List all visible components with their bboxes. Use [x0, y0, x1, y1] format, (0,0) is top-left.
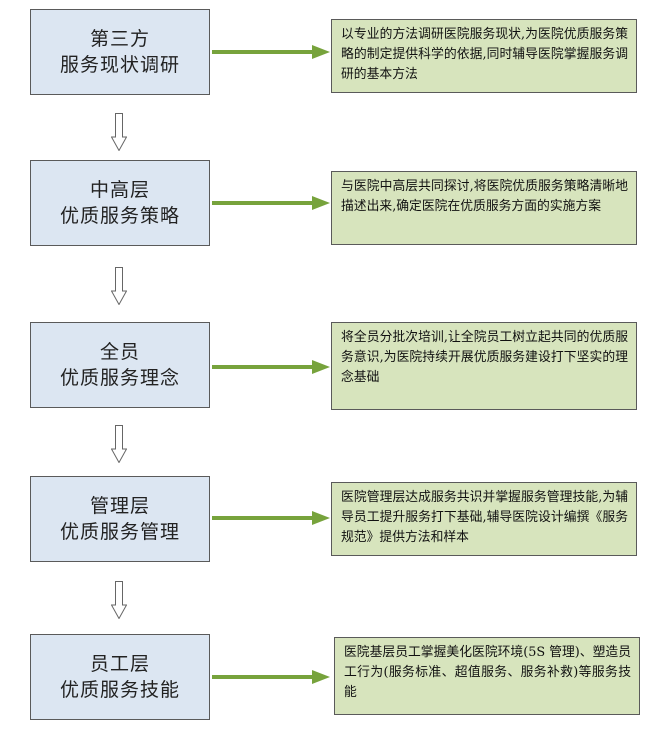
stage-1-title-line2: 服务现状调研 [59, 54, 180, 76]
down-arrow-4 [111, 581, 127, 619]
stage-4-box: 管理层 优质服务管理 [30, 476, 210, 562]
stage-3-title-line1: 全员 [99, 341, 140, 363]
stage-3-right-arrow [212, 360, 330, 374]
stage-5-description: 医院基层员工掌握美化医院环境(5S 管理)、塑造员工行为(服务标准、超值服务、服… [344, 645, 631, 700]
stage-4-title-line1: 管理层 [89, 495, 150, 517]
down-arrow-1 [111, 113, 127, 151]
stage-2-description-box: 与医院中高层共同探讨,将医院优质服务策略清晰地描述出来,确定医院在优质服务方面的… [331, 171, 637, 245]
stage-3-title-line2: 优质服务理念 [59, 367, 180, 389]
stage-1-box: 第三方 服务现状调研 [30, 9, 210, 95]
stage-1-title-line1: 第三方 [89, 28, 150, 50]
stage-5-title-line2: 优质服务技能 [59, 679, 180, 701]
stage-4-description: 医院管理层达成服务共识并掌握服务管理技能,为辅导员工提升服务打下基础,辅导医院设… [341, 490, 628, 545]
stage-3-box: 全员 优质服务理念 [30, 322, 210, 408]
down-arrow-3 [111, 425, 127, 463]
stage-1-description-box: 以专业的方法调研医院服务现状,为医院优质服务策略的制定提供科学的依据,同时辅导医… [331, 19, 637, 93]
stage-5-box: 员工层 优质服务技能 [30, 634, 210, 720]
stage-2-title-line2: 优质服务策略 [59, 205, 180, 227]
down-arrow-2 [111, 267, 127, 305]
stage-3-description-box: 将全员分批次培训,让全院员工树立起共同的优质服务意识,为医院持续开展优质服务建设… [331, 322, 637, 410]
stage-1-description: 以专业的方法调研医院服务现状,为医院优质服务策略的制定提供科学的依据,同时辅导医… [341, 27, 628, 82]
stage-4-title-line2: 优质服务管理 [59, 521, 180, 543]
stage-4-right-arrow [212, 511, 330, 525]
stage-4-description-box: 医院管理层达成服务共识并掌握服务管理技能,为辅导员工提升服务打下基础,辅导医院设… [331, 482, 637, 556]
stage-2-description: 与医院中高层共同探讨,将医院优质服务策略清晰地描述出来,确定医院在优质服务方面的… [341, 179, 628, 214]
stage-1-right-arrow [212, 45, 330, 59]
stage-2-box: 中高层 优质服务策略 [30, 160, 210, 246]
stage-5-description-box: 医院基层员工掌握美化医院环境(5S 管理)、塑造员工行为(服务标准、超值服务、服… [334, 637, 640, 715]
stage-5-title-line1: 员工层 [89, 653, 150, 675]
stage-5-right-arrow [212, 670, 330, 684]
stage-2-title-line1: 中高层 [89, 179, 150, 201]
stage-3-description: 将全员分批次培训,让全院员工树立起共同的优质服务意识,为医院持续开展优质服务建设… [341, 330, 628, 385]
stage-2-right-arrow [212, 196, 330, 210]
